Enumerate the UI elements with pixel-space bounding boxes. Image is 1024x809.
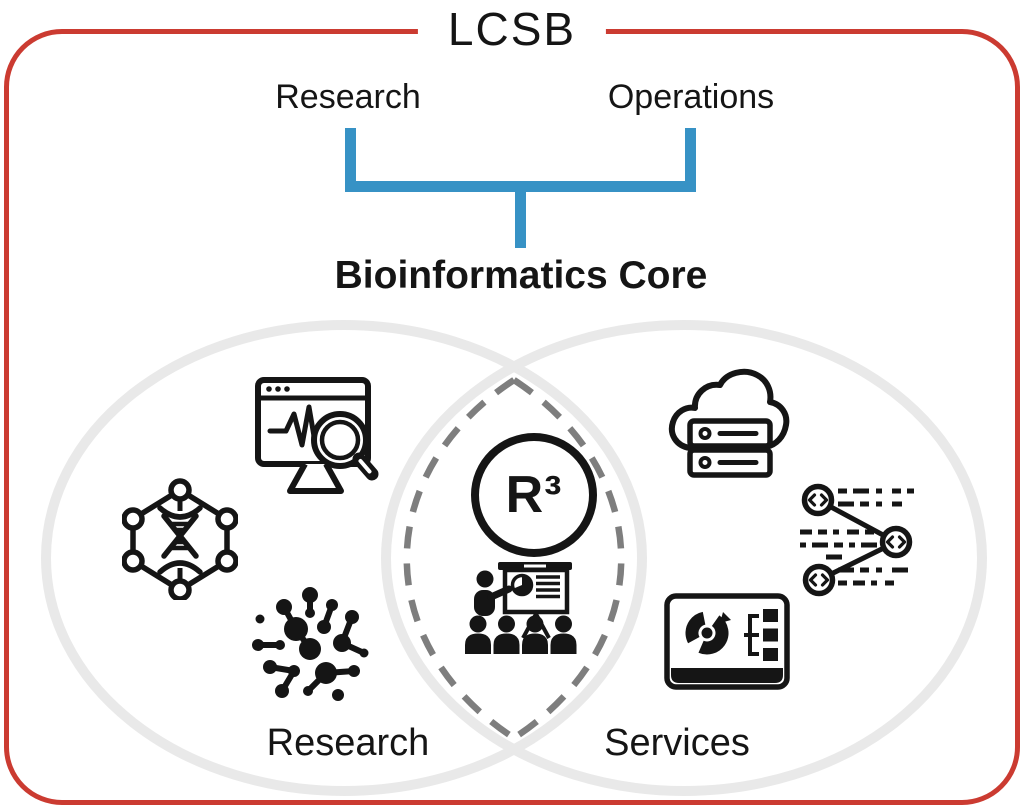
venn-right-circle (381, 320, 987, 796)
venn-research-label: Research (266, 722, 430, 764)
venn-left-circle (41, 320, 647, 796)
bracket-right-line (685, 128, 696, 192)
bracket-stem-line (515, 192, 526, 248)
r3-badge-label: R³ (505, 466, 563, 524)
dashboard-icon (664, 593, 790, 690)
branch-research-label: Research (275, 78, 421, 116)
training-presentation-icon (465, 562, 577, 654)
pulse-monitor-magnifier-icon (255, 377, 379, 494)
branch-operations-label: Operations (607, 78, 775, 116)
molecule-cluster-icon (252, 587, 369, 701)
dna-network-icon (122, 478, 238, 600)
code-versioning-icon (800, 483, 914, 597)
bracket-horizontal-line (345, 181, 696, 192)
bracket-left-line (345, 128, 356, 192)
r3-badge: R³ (471, 433, 597, 557)
cloud-server-icon (669, 368, 790, 478)
core-title: Bioinformatics Core (334, 254, 708, 297)
venn-services-label: Services (604, 722, 750, 764)
page-title: LCSB (417, 2, 607, 56)
